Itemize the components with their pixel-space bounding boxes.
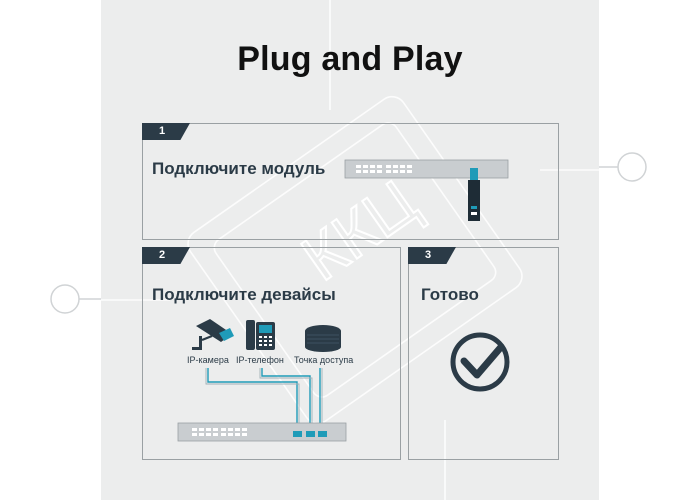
- page-title: Plug and Play: [237, 40, 463, 78]
- switch-icon: [177, 422, 347, 442]
- step-1-heading: Подключите модуль: [152, 159, 326, 178]
- step-2-heading: Подключите девайсы: [152, 285, 336, 304]
- step-2-tag: 2: [142, 247, 190, 264]
- checkmark-icon: [450, 332, 510, 392]
- device-label-ip-phone: IP-телефон: [236, 355, 284, 365]
- step-3-box: 3 Готово: [408, 247, 559, 460]
- step-2-box: 2 Подключите девайсы: [142, 247, 401, 460]
- step-3-heading: Готово: [421, 285, 479, 304]
- sfp-module-icon: [468, 168, 480, 221]
- device-label-ip-camera: IP-камера: [187, 355, 229, 365]
- switch-icon: [344, 159, 509, 179]
- ip-phone-icon: [246, 320, 275, 350]
- access-point-icon: [305, 325, 341, 352]
- step-3-tag: 3: [408, 247, 456, 264]
- step-1-tag: 1: [142, 123, 190, 140]
- ip-camera-icon: [192, 319, 234, 350]
- device-label-access-point: Точка доступа: [294, 355, 354, 365]
- step-1-box: 1 Подключите модуль: [142, 123, 559, 240]
- network-cables: [207, 368, 321, 432]
